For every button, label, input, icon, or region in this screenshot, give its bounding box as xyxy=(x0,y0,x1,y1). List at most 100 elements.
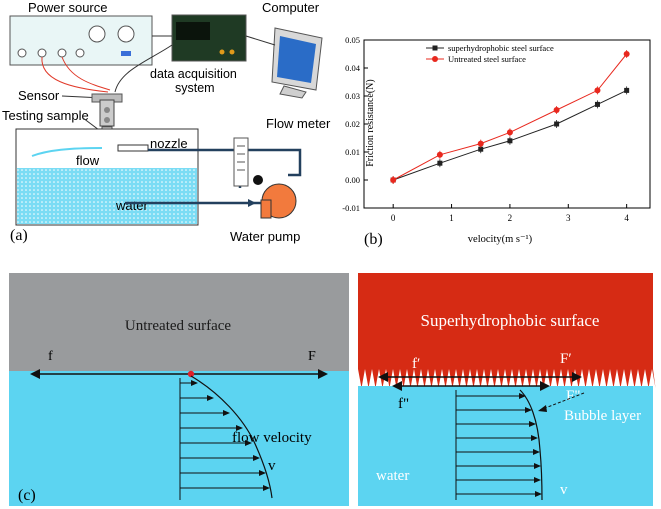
water-label-right: water xyxy=(376,468,409,484)
computer-stand xyxy=(279,85,307,99)
water-pump-label: Water pump xyxy=(230,229,300,244)
wire-red xyxy=(61,56,111,91)
daq-label-line1: data acquisition xyxy=(150,67,237,81)
panel-c-left: Untreated surface f F flow velocity v (c… xyxy=(9,273,349,506)
panel-c-label: (c) xyxy=(18,487,36,504)
data-point xyxy=(390,177,397,183)
daq-screen xyxy=(176,22,210,40)
x-tick-label: 3 xyxy=(566,213,571,223)
left-water-region xyxy=(9,371,349,506)
power-source-label: Power source xyxy=(28,0,107,15)
testing-sample-label: Testing sample xyxy=(2,108,89,123)
chart-frame xyxy=(363,39,651,209)
y-tick-label: 0.01 xyxy=(345,147,360,157)
computer-label: Computer xyxy=(262,0,320,15)
arrowhead xyxy=(519,393,526,399)
data-point xyxy=(478,146,484,152)
data-point xyxy=(506,129,513,136)
arrowhead xyxy=(392,381,402,391)
nozzle xyxy=(117,144,149,152)
chart-series xyxy=(390,50,630,184)
F-double-prime-label: F" xyxy=(566,388,580,404)
y-tick-label: 0.05 xyxy=(345,35,360,45)
arrowhead xyxy=(263,485,270,491)
data-point xyxy=(623,51,630,57)
x-tick-label: 1 xyxy=(449,213,454,223)
wire xyxy=(114,44,173,93)
flow-meter-label: Flow meter xyxy=(266,116,331,131)
contact-point xyxy=(187,370,195,378)
legend-label: Untreated steel surface xyxy=(448,54,526,64)
arrowhead xyxy=(378,372,388,382)
superhydrophobic-surface-region xyxy=(358,273,653,369)
velocity-arrows xyxy=(456,393,542,497)
panel-a-label: (a) xyxy=(10,227,28,244)
y-tick-label: 0.00 xyxy=(345,175,360,185)
arrowhead xyxy=(540,381,550,391)
sensor-bolt xyxy=(104,117,110,123)
legend-label: superhydrophobic steel surface xyxy=(448,43,554,53)
left-f-label: f xyxy=(48,349,53,364)
pump-outlet xyxy=(260,199,272,219)
power-dial xyxy=(88,25,106,43)
flow-label: flow xyxy=(76,153,100,168)
daq-label-line2: system xyxy=(175,81,215,95)
power-indicator xyxy=(121,51,131,56)
x-tick-label: 2 xyxy=(508,213,513,223)
velocity-profile-curve xyxy=(519,389,543,501)
arrowhead xyxy=(318,369,328,379)
x-tick-label: 0 xyxy=(391,213,396,223)
panel-a: Power source data acquisition system Com… xyxy=(2,0,331,244)
arrowhead xyxy=(534,477,541,483)
arrowhead xyxy=(207,395,214,401)
arrowhead xyxy=(259,470,266,476)
data-point xyxy=(437,160,443,166)
data-point xyxy=(553,107,560,113)
power-dial xyxy=(117,25,135,43)
right-water-region xyxy=(358,386,653,506)
pipe-arrow xyxy=(248,199,256,207)
panel-c-right: Superhydrophobic surface f′ F′ F" f" Bub… xyxy=(358,273,656,506)
arrowhead xyxy=(253,455,260,461)
power-knob xyxy=(37,48,47,58)
left-F-label: F xyxy=(308,349,316,364)
data-point xyxy=(594,87,601,94)
flow-velocity-label: flow velocity xyxy=(232,430,312,446)
data-point xyxy=(624,87,630,93)
x-tick-label: 4 xyxy=(624,213,629,223)
wire-red xyxy=(41,56,109,93)
power-knob xyxy=(57,48,67,58)
data-point xyxy=(436,151,443,158)
superhydrophobic-surface-label: Superhydrophobic surface xyxy=(421,311,600,330)
left-v-label: v xyxy=(268,458,276,474)
arrowhead xyxy=(535,491,542,497)
f-double-prime-label: f" xyxy=(398,396,409,412)
pipe xyxy=(148,148,302,177)
untreated-surface-region xyxy=(9,273,349,371)
arrowhead xyxy=(525,407,532,413)
panel-b-label: (b) xyxy=(364,231,383,248)
power-knob xyxy=(75,48,85,58)
flow-stream xyxy=(31,147,103,157)
velocity-arrows xyxy=(180,380,270,491)
daq-led xyxy=(219,49,225,55)
y-tick-label: 0.03 xyxy=(345,91,360,101)
wire xyxy=(245,35,276,46)
bubble-layer-label: Bubble layer xyxy=(564,408,641,424)
chart-ylabel: Friction resistance(N) xyxy=(365,79,376,166)
arrowhead xyxy=(572,372,582,382)
arrowhead xyxy=(236,425,243,431)
arrowhead xyxy=(534,463,541,469)
sensor-bolt xyxy=(104,107,110,113)
data-point xyxy=(554,121,560,127)
pump-valve xyxy=(253,175,263,185)
right-v-label: v xyxy=(560,482,568,498)
water-label: water xyxy=(115,198,148,213)
y-tick-label: -0.01 xyxy=(342,203,360,213)
bubble-layer-pointer xyxy=(539,392,585,411)
velocity-profile-curve xyxy=(190,375,273,499)
surface-microstructure xyxy=(358,369,656,388)
data-point xyxy=(477,140,484,147)
